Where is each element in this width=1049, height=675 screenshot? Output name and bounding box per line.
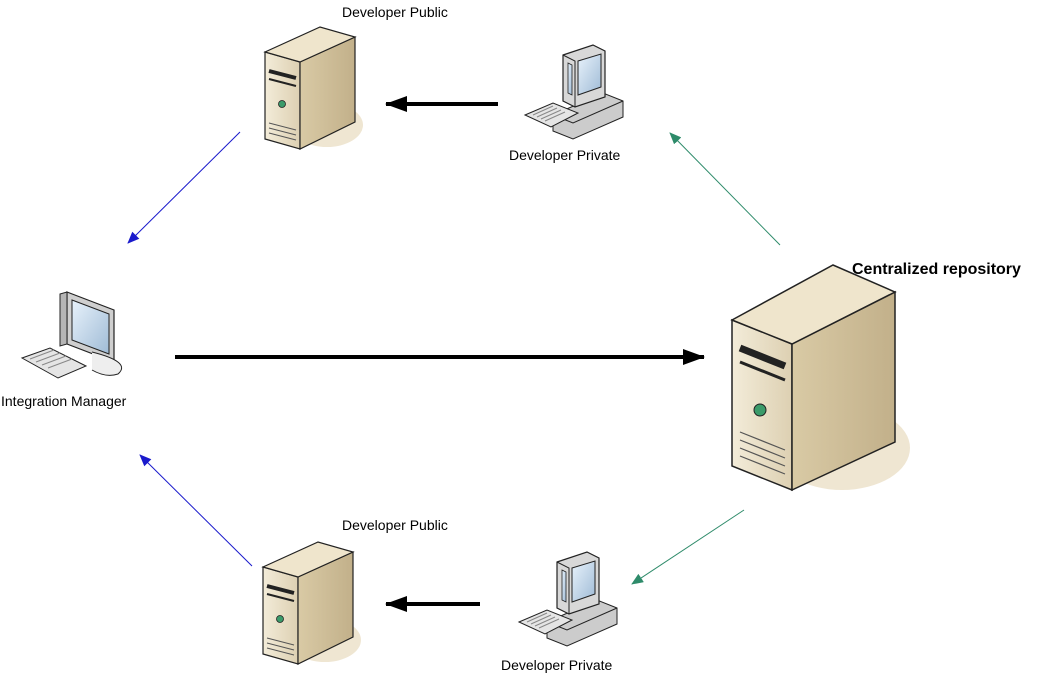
server-icon-dev-public-top xyxy=(263,25,365,151)
label-dev-private-top: Developer Private xyxy=(509,147,621,163)
label-dev-public-top: Developer Public xyxy=(342,4,448,20)
workstation-icon-dev-private-top xyxy=(524,44,624,140)
arrow-public-top-to-manager xyxy=(127,131,241,244)
server-icon-dev-public-bottom xyxy=(261,540,363,666)
server-icon-central-repository xyxy=(730,264,910,492)
label-dev-private-bottom: Developer Private xyxy=(501,657,613,673)
label-central-repository: Centralized repository xyxy=(852,261,1021,278)
arrow-public-bottom-to-manager xyxy=(139,454,253,567)
workstation-icon-integration-manager xyxy=(21,291,123,379)
arrow-repository-to-private-bottom xyxy=(631,509,745,585)
workstation-icon-dev-private-bottom xyxy=(518,551,618,647)
arrow-repository-to-private-top xyxy=(669,132,781,246)
label-dev-public-bottom: Developer Public xyxy=(342,517,448,533)
label-integration-manager: Integration Manager xyxy=(1,393,127,409)
